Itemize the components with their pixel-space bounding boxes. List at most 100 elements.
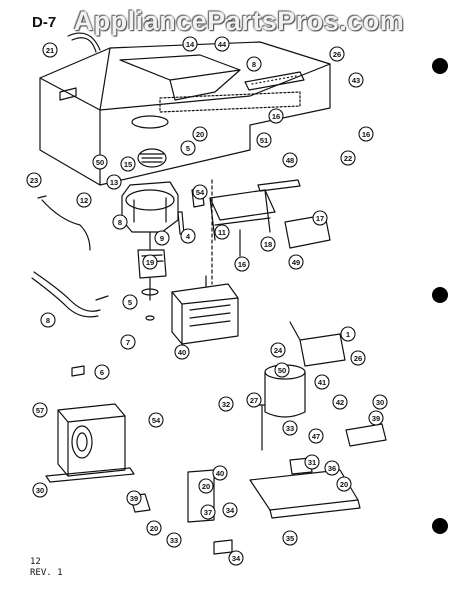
- callout-number: 14: [186, 40, 195, 49]
- part-callout: 12: [76, 192, 92, 208]
- callout-bubble: [348, 72, 364, 88]
- callout-bubble: [180, 140, 196, 156]
- callout-bubble: [218, 396, 234, 412]
- callout-number: 37: [204, 508, 212, 517]
- callout-number: 5: [128, 298, 132, 307]
- callout-number: 34: [226, 506, 235, 515]
- callout-bubble: [332, 394, 348, 410]
- part-callout: 34: [228, 550, 244, 566]
- part-callout: 49: [288, 254, 304, 270]
- part-callout: 33: [282, 420, 298, 436]
- callout-bubble: [166, 532, 182, 548]
- callout-number: 35: [286, 534, 294, 543]
- callout-number: 33: [286, 424, 294, 433]
- callout-bubble: [274, 362, 290, 378]
- part-callout: 33: [166, 532, 182, 548]
- part-callout: 26: [329, 46, 345, 62]
- part-callout: 48: [282, 152, 298, 168]
- callout-number: 39: [372, 414, 380, 423]
- callout-bubble: [268, 108, 284, 124]
- callout-number: 20: [202, 482, 210, 491]
- part-callout: 54: [148, 412, 164, 428]
- callout-number: 36: [328, 464, 336, 473]
- callout-bubble: [314, 374, 330, 390]
- revision-label: REV. 1: [30, 568, 63, 578]
- magnetron: [171, 179, 239, 345]
- callout-number: 17: [316, 214, 324, 223]
- callout-number: 50: [278, 366, 286, 375]
- callout-number: 20: [340, 480, 348, 489]
- part-callout: 24: [270, 342, 286, 358]
- callout-number: 20: [150, 524, 158, 533]
- callout-number: 23: [30, 176, 38, 185]
- part-callout: 8: [112, 214, 128, 230]
- callout-number: 1: [346, 330, 350, 339]
- mounting-brackets: [177, 179, 331, 257]
- callout-number: 54: [152, 416, 161, 425]
- callout-number: 8: [46, 316, 50, 325]
- part-callout: 50: [92, 154, 108, 170]
- callout-number: 16: [272, 112, 280, 121]
- callout-bubble: [40, 312, 56, 328]
- callout-number: 43: [352, 76, 360, 85]
- callout-bubble: [142, 254, 158, 270]
- callout-number: 15: [124, 160, 132, 169]
- callout-bubble: [270, 342, 286, 358]
- part-callout: 30: [32, 482, 48, 498]
- callout-number: 12: [80, 196, 88, 205]
- part-callout: 43: [348, 72, 364, 88]
- callout-number: 26: [354, 354, 362, 363]
- part-callout: 23: [26, 172, 42, 188]
- callout-number: 44: [218, 40, 227, 49]
- callout-bubble: [308, 428, 324, 444]
- part-callout: 20: [336, 476, 352, 492]
- part-callout: 50: [274, 362, 290, 378]
- part-callout: 32: [218, 396, 234, 412]
- wire-harnesses: [31, 195, 109, 318]
- callout-bubble: [198, 478, 214, 494]
- callout-bubble: [304, 454, 320, 470]
- base-plate: [71, 365, 387, 555]
- callout-number: 31: [308, 458, 316, 467]
- callout-bubble: [106, 174, 122, 190]
- part-callout: 36: [324, 460, 340, 476]
- callout-number: 26: [333, 50, 341, 59]
- part-callout: 21: [42, 42, 58, 58]
- callout-number: 24: [274, 346, 283, 355]
- part-callout: 54: [192, 184, 208, 200]
- cabinet-housing: [39, 32, 331, 186]
- callout-bubble: [350, 350, 366, 366]
- binder-hole-bottom: [432, 518, 448, 534]
- callout-bubble: [182, 36, 198, 52]
- part-callout: 44: [214, 36, 230, 52]
- part-callout: 57: [32, 402, 48, 418]
- callout-bubble: [112, 214, 128, 230]
- part-callout: 42: [332, 394, 348, 410]
- part-callout: 14: [182, 36, 198, 52]
- callout-number: 50: [96, 158, 104, 167]
- callout-number: 40: [178, 348, 186, 357]
- callout-number: 32: [222, 400, 230, 409]
- callout-number: 5: [186, 144, 190, 153]
- part-callout: 13: [106, 174, 122, 190]
- callout-bubble: [358, 126, 374, 142]
- callout-bubble: [282, 152, 298, 168]
- part-callout: 41: [314, 374, 330, 390]
- callout-bubble: [312, 210, 328, 226]
- part-callout: 5: [180, 140, 196, 156]
- part-callout: 19: [142, 254, 158, 270]
- callout-bubble: [32, 482, 48, 498]
- callout-number: 9: [160, 234, 164, 243]
- footer: 12 REV. 1: [30, 557, 63, 579]
- callout-number: 30: [36, 486, 44, 495]
- watermark: AppliancePartsPros.com: [73, 6, 405, 36]
- page-number: 12: [30, 557, 41, 567]
- callout-bubble: [340, 326, 356, 342]
- callout-bubble: [180, 228, 196, 244]
- part-callout: 40: [174, 344, 190, 360]
- callout-bubble: [372, 394, 388, 410]
- callout-bubble: [214, 36, 230, 52]
- part-callout: 4: [180, 228, 196, 244]
- part-callout: 34: [222, 502, 238, 518]
